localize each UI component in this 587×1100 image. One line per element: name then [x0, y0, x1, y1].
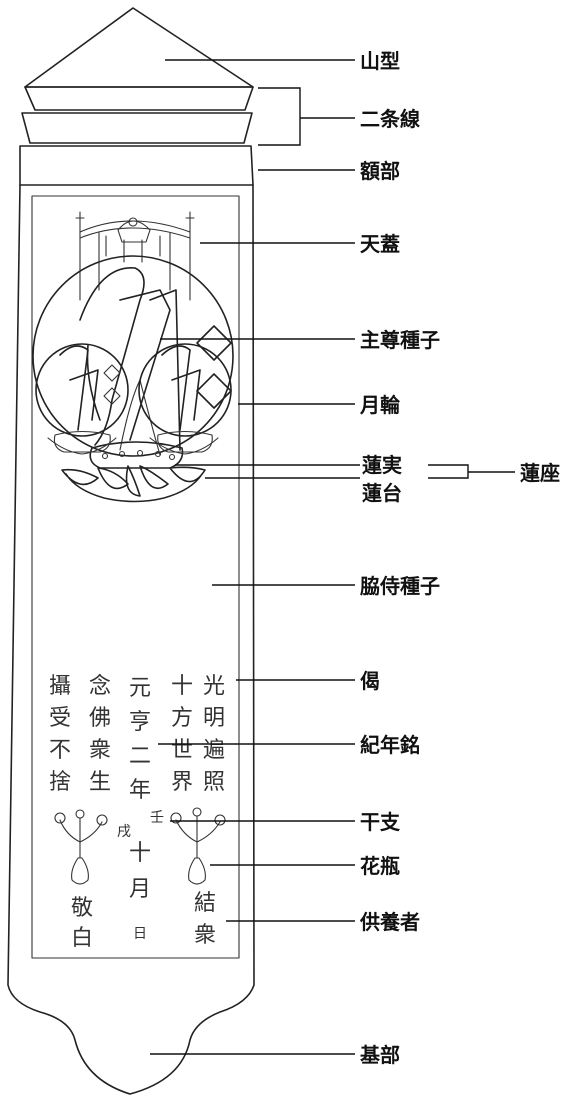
canopy-drawing: [75, 211, 195, 301]
date-char-1: 十: [129, 841, 151, 866]
attendant-right: [138, 343, 232, 455]
donor-inscription: 結 衆 敬 白: [71, 891, 216, 951]
label-ge: 偈: [360, 669, 380, 693]
kanshi-char-1: 壬: [150, 810, 164, 826]
moon-disc: [32, 255, 234, 457]
era-char-1: 元: [129, 676, 151, 701]
label-nijousen: 二条線: [360, 107, 420, 131]
era-char-2: 亨: [129, 710, 151, 735]
verse-inscription: 光 明 遍 照 十 方 世 界 念 佛 衆 生 攝 受 不 捨: [49, 674, 225, 795]
verse-col5-2: 受: [49, 706, 71, 731]
era-char-3: 二: [129, 744, 151, 769]
label-kyouji-shuji: 脇侍種子: [360, 574, 440, 598]
vase-right: [170, 807, 226, 885]
body-outline: [7, 145, 255, 1095]
verse-col4-4: 生: [89, 770, 111, 795]
label-kinenmei: 紀年銘: [360, 733, 420, 757]
donor-right-1: 結: [194, 891, 216, 916]
verse-col2-3: 世: [171, 738, 193, 763]
verse-col4-1: 念: [89, 674, 111, 699]
verse-col1-3: 遍: [203, 738, 225, 763]
verse-col4-2: 佛: [89, 706, 111, 731]
itabi-stone: [7, 7, 255, 1095]
kanshi-char-2: 戌: [117, 824, 131, 840]
diamond-lower: [196, 373, 232, 409]
diamond-upper: [196, 325, 232, 361]
label-rendai: 蓮台: [362, 481, 402, 505]
label-kibu: 基部: [360, 1043, 400, 1067]
lotus-petals: [61, 465, 206, 503]
verse-col1-4: 照: [203, 770, 225, 795]
verse-col1-1: 光: [203, 674, 225, 699]
date-char-2: 月: [129, 877, 151, 902]
lower-groove-band: [21, 112, 253, 144]
moon-disc-drawing: [32, 255, 234, 457]
vase-left: [54, 809, 108, 885]
label-renza: 蓮座: [520, 461, 560, 485]
donor-left-2: 白: [71, 926, 93, 951]
label-shuson-shuji: 主尊種子: [360, 328, 440, 352]
label-gachirin: 月輪: [359, 393, 401, 417]
date-char-3: 日: [133, 926, 147, 942]
label-kuyousha: 供養者: [359, 910, 420, 934]
verse-col2-1: 十: [171, 674, 193, 699]
verse-col1-2: 明: [203, 706, 225, 731]
verse-col5-4: 捨: [49, 770, 71, 795]
donor-left-1: 敬: [71, 896, 93, 921]
donor-right-2: 衆: [194, 923, 216, 948]
leader-renza-bracket: [428, 464, 515, 479]
label-kabin: 花瓶: [360, 854, 400, 878]
leader-lines: [150, 59, 515, 1055]
label-gakubu: 額部: [359, 159, 400, 183]
label-tengai: 天蓋: [360, 232, 400, 256]
attendant-left: [35, 343, 129, 455]
leader-nijousen-bracket: [258, 87, 355, 146]
era-char-4: 年: [129, 778, 151, 803]
verse-col4-3: 衆: [89, 738, 111, 763]
verse-col5-3: 不: [49, 738, 71, 763]
verse-col2-4: 界: [171, 770, 193, 795]
verse-col2-2: 方: [171, 706, 193, 731]
label-kanshi: 干支: [360, 810, 401, 834]
label-sankei: 山型: [360, 49, 400, 73]
verse-col5-1: 攝: [49, 674, 71, 699]
lotus-seat-drawing: [61, 441, 206, 503]
mountain-top: [24, 7, 254, 88]
upper-groove-band: [24, 86, 254, 111]
era-inscription: 元 亨 二 年 壬 戌 十 月 日: [117, 676, 164, 942]
lotus-fruit: [89, 441, 184, 469]
inner-panel: [31, 195, 240, 959]
labels: 山型 二条線 額部 天蓋 主尊種子 月輪 蓮実 蓮台 蓮座 脇侍種子 偈 紀年銘…: [359, 49, 560, 1067]
main-seed-syllable: [79, 267, 181, 451]
label-renjitsu: 蓮実: [362, 453, 402, 477]
